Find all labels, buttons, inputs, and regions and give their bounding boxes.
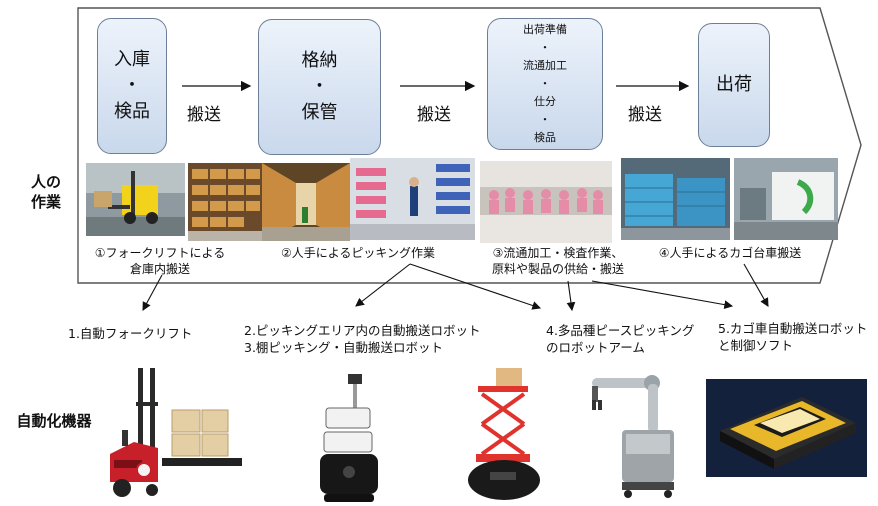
title-line: 1.自動フォークリフト [68, 326, 193, 341]
human-task-caption: ④人手によるカゴ台車搬送 [646, 245, 814, 261]
step-line: 格納 [301, 50, 338, 71]
arrow-down-icon [743, 263, 769, 307]
step-line: 検品 [114, 101, 150, 122]
step-line: ・ [539, 77, 551, 90]
arrow-down-icon [409, 263, 542, 310]
transport-label: 搬送 [628, 105, 662, 125]
human-task-caption: ①フォークリフトによる 倉庫内搬送 [82, 245, 238, 277]
transport-label: 搬送 [417, 105, 451, 125]
step-shipping: 出荷 [698, 23, 770, 147]
picking-photo-1 [188, 163, 262, 241]
title-line: と制御ソフト [718, 338, 794, 353]
arrow-down-icon [142, 274, 163, 311]
step-line: ・ [539, 113, 551, 126]
picking-agv-image [320, 374, 378, 502]
title-line: 4.多品種ピースピッキング [546, 323, 695, 338]
auto-forklift-image [110, 368, 242, 497]
title-line: 2.ピッキングエリア内の自動搬送ロボット [244, 323, 481, 338]
cart-agv-image [706, 379, 867, 477]
step-line: ・ [123, 75, 141, 96]
caption-line: ①フォークリフトによる [94, 246, 226, 260]
step-line: ・ [310, 76, 329, 97]
step-line: 出荷準備 [523, 23, 567, 36]
caption-line: 原料や製品の供給・搬送 [491, 262, 624, 276]
picking-photo-2 [262, 163, 350, 241]
title-line: のロボットアーム [546, 340, 645, 355]
arrow-down-icon [591, 280, 734, 309]
caption-line: ③流通加工・検査作業、 [492, 246, 624, 260]
label-line: 作業 [30, 193, 61, 211]
arrow-down-icon [566, 280, 576, 312]
step-receiving-inspection: 入庫 ・ 検品 [97, 18, 167, 154]
shelf-picking-robot-image [468, 368, 540, 500]
step-line: 出荷 [716, 74, 752, 95]
transport-label: 搬送 [187, 105, 221, 125]
step-line: 検品 [534, 131, 556, 144]
human-task-caption: ③流通加工・検査作業、 原料や製品の供給・搬送 [478, 245, 638, 277]
step-storage: 格納 ・ 保管 [258, 19, 381, 155]
title-line: 5.カゴ車自動搬送ロボット [718, 321, 868, 336]
step-line: ・ [539, 41, 551, 54]
title-line: 3.棚ピッキング・自動搬送ロボット [244, 340, 444, 355]
human-task-caption: ②人手によるピッキング作業 [258, 245, 458, 261]
human-work-label: 人の 作業 [26, 172, 66, 212]
step-shipping-prep: 出荷準備 ・ 流通加工 ・ 仕分 ・ 検品 [487, 18, 603, 150]
automation-item-title: 2.ピッキングエリア内の自動搬送ロボット 3.棚ピッキング・自動搬送ロボット [244, 322, 481, 356]
picking-photo-3 [350, 158, 475, 240]
label-line: 人の [30, 173, 61, 191]
step-line: 仕分 [534, 95, 556, 108]
cart-transport-photo-1 [621, 158, 730, 240]
automation-label: 自動化機器 [16, 412, 92, 430]
step-line: 入庫 [114, 49, 150, 70]
robot-arm-image [592, 375, 674, 498]
automation-item-title: 1.自動フォークリフト [68, 325, 192, 342]
step-line: 流通加工 [523, 59, 567, 72]
forklift-photo [86, 163, 185, 236]
caption-line: 倉庫内搬送 [129, 262, 190, 276]
caption-line: ②人手によるピッキング作業 [280, 246, 436, 260]
processing-photo [480, 161, 612, 243]
automation-item-title: 5.カゴ車自動搬送ロボット と制御ソフト [718, 320, 867, 354]
step-line: 保管 [301, 102, 338, 123]
arrow-down-icon [355, 263, 411, 307]
automation-item-title: 4.多品種ピースピッキング のロボットアーム [546, 322, 694, 356]
cart-transport-photo-2 [734, 158, 838, 240]
caption-line: ④人手によるカゴ台車搬送 [658, 246, 802, 260]
